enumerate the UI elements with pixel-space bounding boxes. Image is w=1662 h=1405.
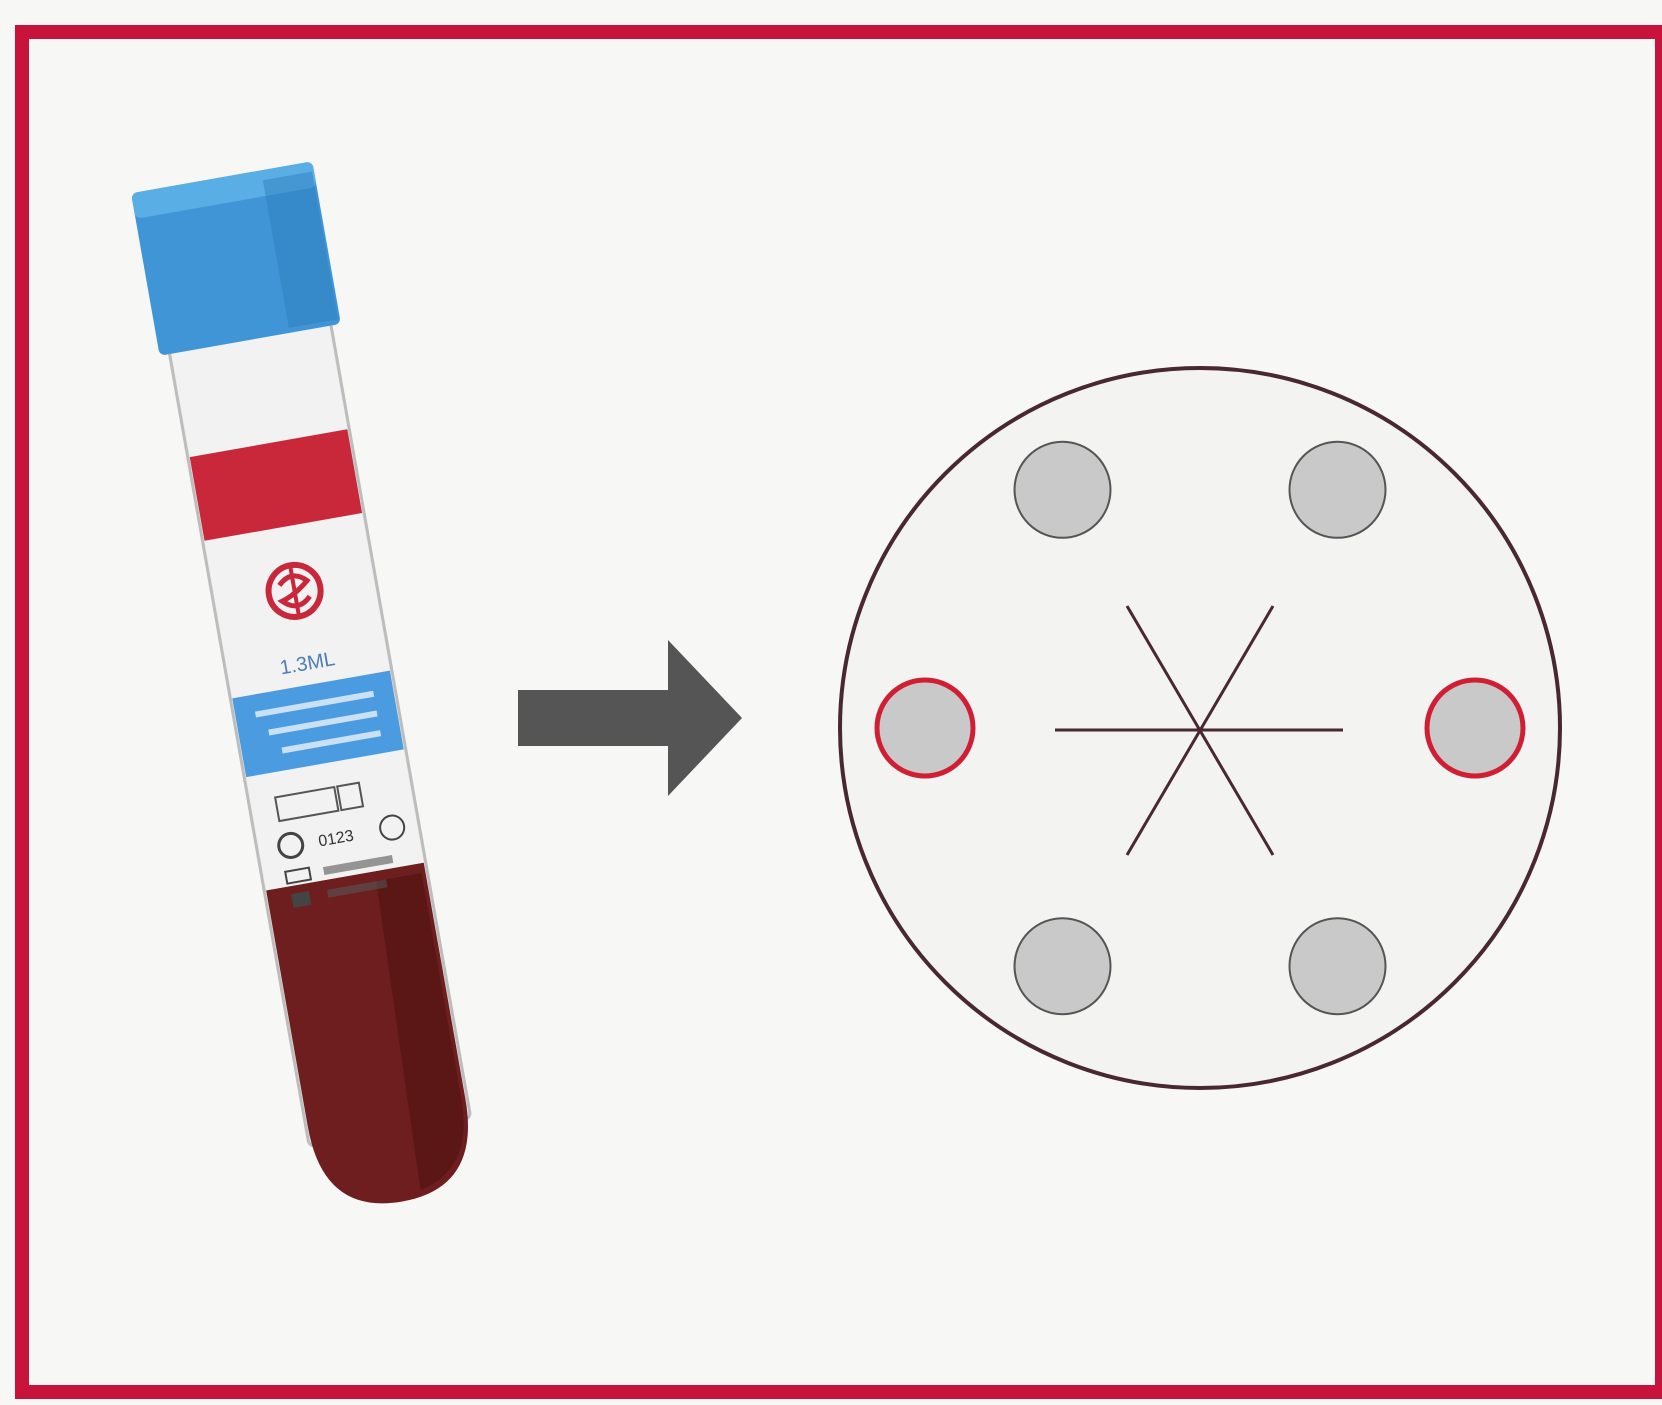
rotor-well	[1015, 918, 1111, 1014]
arrow-right-icon	[518, 640, 742, 796]
rotor-well	[1015, 442, 1111, 538]
centrifuge-rotor	[840, 368, 1560, 1088]
rotor-well-highlighted	[1427, 680, 1523, 776]
rotor-well-highlighted	[877, 680, 973, 776]
rotor-well	[1290, 442, 1386, 538]
blood-tube: 1.3ML 0123	[131, 161, 493, 1217]
rotor-well	[1290, 918, 1386, 1014]
